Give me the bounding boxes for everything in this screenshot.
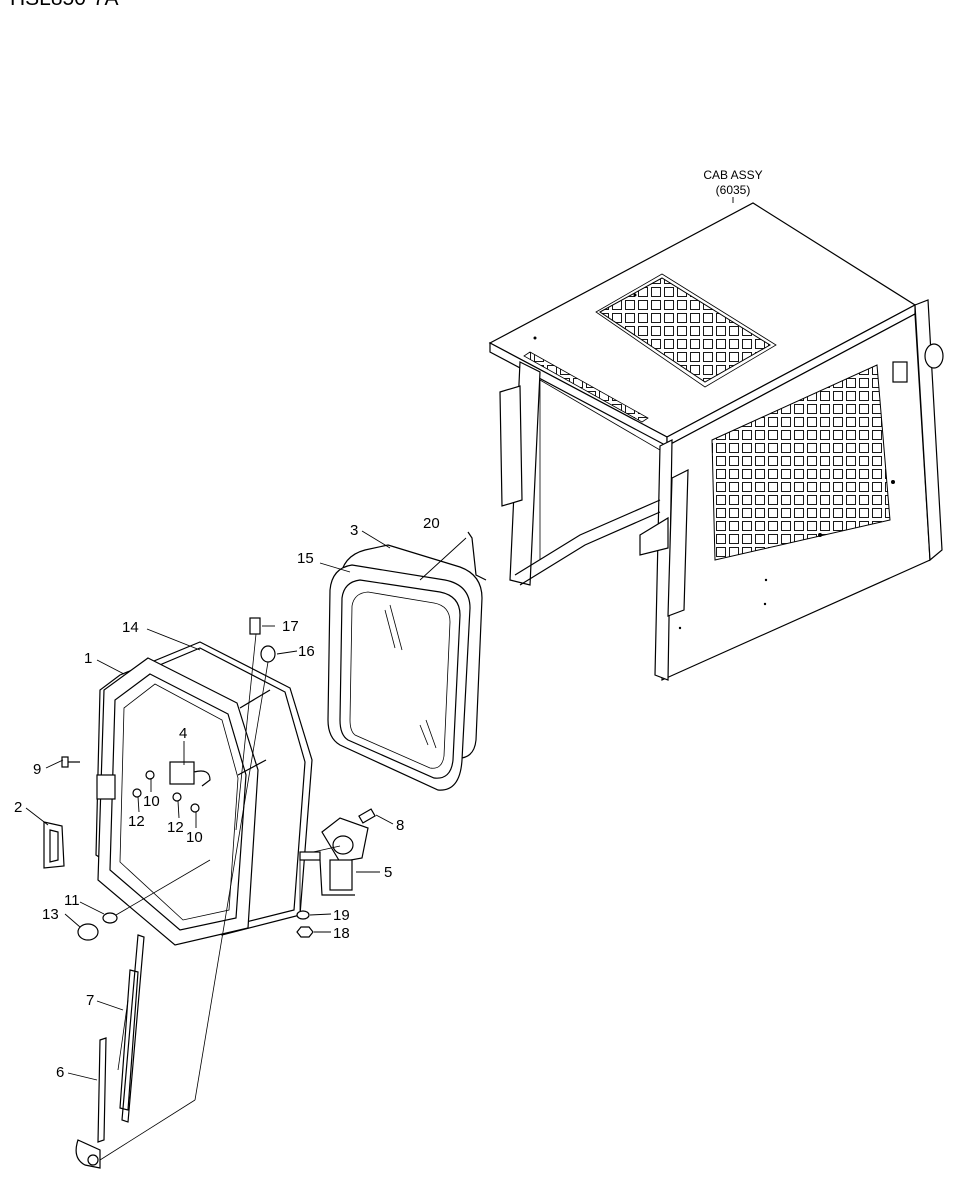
part-label-14: 14 — [122, 619, 139, 636]
bolt-part-17 — [249, 617, 261, 635]
part-label-6: 6 — [56, 1064, 64, 1081]
hinge-part-2 — [43, 821, 65, 869]
wiper-motor-part-5 — [299, 808, 376, 915]
part-label-2: 2 — [14, 799, 22, 816]
part-label-9: 9 — [33, 761, 41, 778]
part-label-18: 18 — [333, 925, 350, 942]
side-grille — [711, 364, 891, 561]
door-glass-assembly — [327, 544, 483, 791]
wiper-arm-part-6 — [75, 1037, 196, 1169]
part-20-bracket — [419, 531, 487, 581]
bolt-part-9 — [61, 756, 80, 768]
cab-assembly — [488, 202, 944, 681]
part-number-labels: 1 2 3 4 5 6 7 8 9 10 10 11 12 12 13 14 1… — [14, 515, 440, 1081]
latch-assembly — [96, 761, 211, 813]
leader-lines — [25, 197, 734, 1081]
part-label-10a: 10 — [143, 793, 160, 810]
part-label-19: 19 — [333, 907, 350, 924]
part-label-1: 1 — [84, 650, 92, 667]
part-label-17: 17 — [282, 618, 299, 635]
part-label-8: 8 — [396, 817, 404, 834]
part-label-16: 16 — [298, 643, 315, 660]
cab-assy-code: (6035) — [716, 183, 751, 197]
part-label-15: 15 — [297, 550, 314, 567]
door-frame — [95, 641, 313, 946]
part-label-11: 11 — [64, 892, 80, 909]
nut-part-18 — [296, 926, 314, 938]
part-label-7: 7 — [86, 992, 94, 1009]
wiper-blade-part-7 — [117, 934, 145, 1123]
part-label-4: 4 — [179, 725, 187, 742]
washer-part-11 — [102, 912, 118, 924]
part-label-20: 20 — [423, 515, 440, 532]
part-label-12a: 12 — [128, 813, 145, 830]
part-label-10b: 10 — [186, 829, 203, 846]
cab-assy-label: CAB ASSY — [703, 168, 762, 182]
part-label-3: 3 — [350, 522, 358, 539]
part-label-5: 5 — [384, 864, 392, 881]
part-label-12b: 12 — [167, 819, 184, 836]
bushing-part-16 — [260, 645, 276, 663]
cap-part-13 — [77, 923, 99, 941]
roof-grille — [599, 277, 771, 383]
part-label-13: 13 — [42, 906, 59, 923]
washer-part-19 — [296, 910, 310, 920]
page-title: HSL850-7A — [10, 0, 119, 11]
